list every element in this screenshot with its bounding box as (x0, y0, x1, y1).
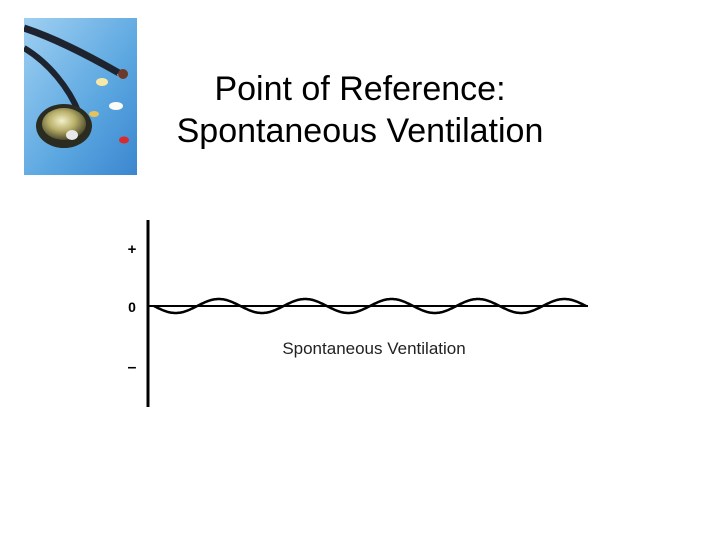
axis-label-zero: 0 (128, 299, 136, 315)
axis-label-minus: – (128, 359, 137, 376)
spontaneous-waveform (153, 297, 587, 315)
axis-label-plus: + (128, 241, 137, 258)
title-line-1: Point of Reference: (214, 70, 506, 108)
waveform-caption: Spontaneous Ventilation (282, 339, 465, 358)
slide-title: Point of Reference: Spontaneous Ventilat… (140, 68, 580, 152)
stethoscope-logo-icon (24, 18, 137, 175)
title-line-2: Spontaneous Ventilation (176, 112, 544, 150)
pressure-waveform-diagram: + 0 – Spontaneous Ventilation (110, 210, 610, 420)
